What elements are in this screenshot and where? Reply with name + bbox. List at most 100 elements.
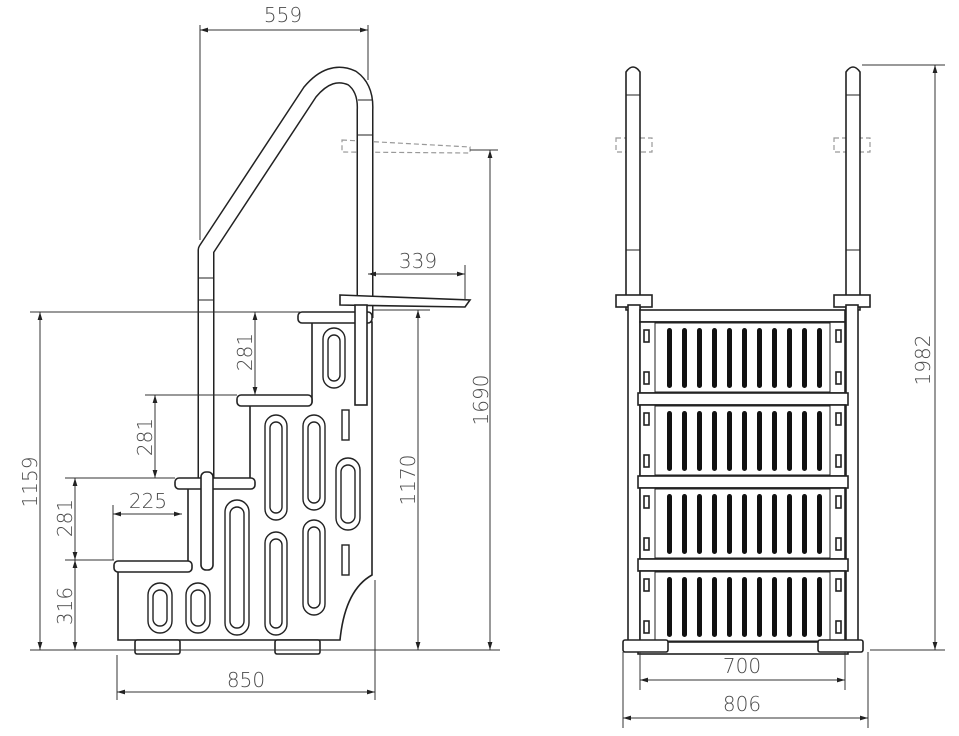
step-bar: [637, 641, 849, 655]
drain-slot: [802, 494, 807, 554]
dim-316: 316: [53, 587, 77, 625]
drain-slot: [772, 494, 777, 554]
dim-806: 806: [723, 692, 761, 716]
clip: [835, 371, 842, 385]
drain-slot: [727, 577, 732, 637]
tread-4: [297, 311, 373, 324]
rear-post: [354, 304, 368, 406]
handrail: [197, 66, 374, 478]
drain-slot: [817, 494, 822, 554]
clip: [643, 371, 650, 385]
clip: [643, 578, 650, 592]
drain-slot: [697, 411, 702, 471]
dim-1982: 1982: [911, 335, 935, 386]
front-foot-left: [622, 639, 669, 653]
top-platform: [339, 294, 472, 308]
rail-left: [625, 66, 641, 311]
drain-slot: [697, 328, 702, 388]
dim-339: 339: [399, 249, 437, 273]
drain-slot: [712, 494, 717, 554]
drain-slot: [802, 577, 807, 637]
top-bar: [639, 309, 846, 323]
drain-slot: [802, 328, 807, 388]
clip: [643, 412, 650, 426]
drain-slot: [772, 328, 777, 388]
drain-slot: [772, 577, 777, 637]
drain-slot: [712, 328, 717, 388]
drain-slot: [667, 411, 672, 471]
step-panels: [637, 309, 849, 655]
side-right: [845, 304, 859, 646]
front-view: 1982 700 806: [615, 64, 945, 728]
drain-slot: [742, 328, 747, 388]
clip: [643, 329, 650, 343]
tread-2: [174, 477, 256, 490]
drain-slot: [757, 411, 762, 471]
drain-slot: [772, 411, 777, 471]
ghost-platform: [341, 139, 471, 154]
side-view: 559 339 1690 1170 1159 281 281 281 316 2…: [18, 3, 500, 700]
clip: [835, 329, 842, 343]
front-dimension-lines: [622, 64, 945, 728]
step-bar: [637, 475, 849, 489]
dim-281-top: 281: [233, 333, 257, 371]
clip: [835, 578, 842, 592]
dim-1690: 1690: [469, 375, 493, 426]
drain-slot: [727, 494, 732, 554]
dim-1159: 1159: [18, 457, 42, 508]
front-dimension-labels: 1982 700 806: [723, 335, 935, 716]
clip: [835, 495, 842, 509]
drain-slot: [787, 494, 792, 554]
drain-slot: [682, 494, 687, 554]
clip: [643, 537, 650, 551]
drain-slot: [682, 411, 687, 471]
dim-1170: 1170: [396, 455, 420, 506]
drain-slot: [667, 577, 672, 637]
drain-slot: [697, 494, 702, 554]
clip: [835, 412, 842, 426]
tread-3: [236, 394, 313, 407]
side-dimension-labels: 559 339 1690 1170 1159 281 281 281 316 2…: [18, 3, 493, 692]
clip: [835, 454, 842, 468]
drain-slot: [712, 577, 717, 637]
dim-281-lower: 281: [53, 499, 77, 537]
drain-slot: [817, 328, 822, 388]
drain-slot: [742, 577, 747, 637]
drain-slot: [727, 411, 732, 471]
step-bar: [637, 392, 849, 406]
front-post: [200, 471, 214, 571]
dim-281-middle: 281: [133, 418, 157, 456]
side-left: [627, 304, 641, 646]
dim-850: 850: [227, 668, 265, 692]
panel-inner: [654, 322, 831, 393]
drain-slot: [742, 494, 747, 554]
panel-inner: [654, 405, 831, 476]
foot-right: [274, 639, 321, 655]
front-foot-right: [817, 639, 864, 653]
dim-700: 700: [723, 654, 761, 678]
drain-slot: [817, 411, 822, 471]
drain-slot: [787, 577, 792, 637]
drain-slot: [817, 577, 822, 637]
panel-inner: [654, 571, 831, 642]
drain-slot: [802, 411, 807, 471]
drain-slot: [727, 328, 732, 388]
oval-openings: [147, 327, 361, 636]
drain-slot: [757, 577, 762, 637]
drain-slot: [787, 328, 792, 388]
clip: [643, 620, 650, 634]
drain-slot: [757, 494, 762, 554]
clip: [835, 620, 842, 634]
clip: [835, 537, 842, 551]
drain-slot: [712, 411, 717, 471]
drain-slot: [787, 411, 792, 471]
dim-225: 225: [129, 489, 167, 513]
clip: [643, 495, 650, 509]
drain-slot: [667, 328, 672, 388]
drain-slot: [742, 411, 747, 471]
dim-559: 559: [264, 3, 302, 27]
tread-1: [113, 560, 193, 573]
rail-right: [845, 66, 861, 311]
